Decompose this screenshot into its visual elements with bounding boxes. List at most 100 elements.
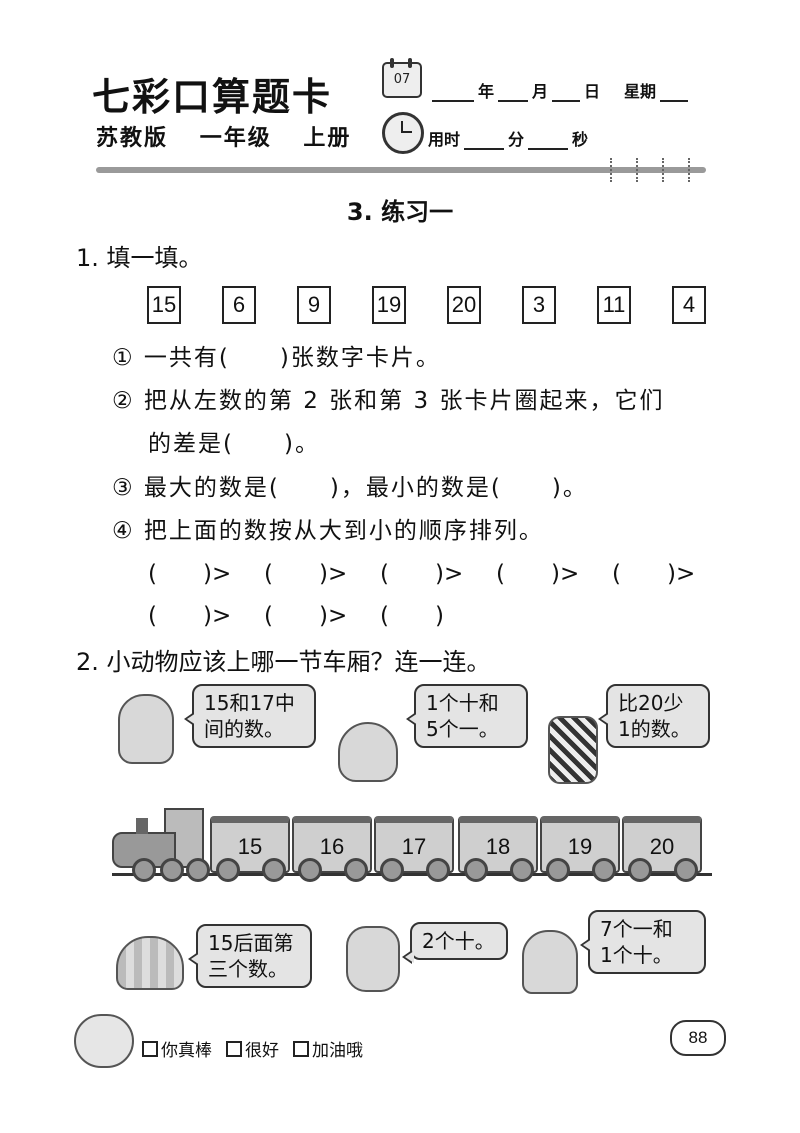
rabbit-icon[interactable]	[118, 694, 174, 764]
number-card[interactable]: 9	[297, 286, 331, 324]
binding-pin-icon	[688, 158, 693, 182]
calendar-icon: 07	[382, 58, 422, 98]
number-card[interactable]: 19	[372, 286, 406, 324]
answer-blank[interactable]: ( )>	[496, 561, 580, 587]
binding-pin-icon	[610, 158, 615, 182]
second-blank[interactable]	[528, 134, 569, 150]
answer-blank[interactable]: ( )>	[380, 561, 464, 587]
number-card[interactable]: 15	[147, 286, 181, 324]
page-number: 88	[670, 1020, 726, 1056]
bubble-line: 15后面第	[208, 931, 294, 955]
day-label: 日	[584, 82, 601, 101]
checkbox-icon[interactable]	[142, 1041, 158, 1057]
bubble-line: 15和17中	[204, 691, 295, 715]
bubble-line: 2个十。	[422, 929, 495, 953]
rating-label: 加油哦	[312, 1041, 363, 1061]
bubble-line: 7个一和	[600, 917, 673, 941]
q1-item-3: ③ 最大的数是( )，最小的数是( )。	[112, 475, 588, 501]
date-line: 年 月 日 星期	[428, 78, 692, 102]
answer-blank[interactable]: ( )	[380, 603, 444, 629]
zebra-icon[interactable]	[548, 716, 598, 784]
dog-bubble: 2个十。	[402, 922, 508, 964]
checkbox-icon[interactable]	[226, 1041, 242, 1057]
rating-checkboxes: 你真棒 很好 加油哦	[142, 1036, 377, 1061]
wheel-icon	[216, 858, 240, 882]
number-card[interactable]: 11	[597, 286, 631, 324]
bubble-line: 三个数。	[208, 957, 288, 981]
q1-item-2: ② 把从左数的第 2 张和第 3 张卡片圈起来，它们	[112, 388, 665, 414]
wheel-icon	[674, 858, 698, 882]
q1-title: 1. 填一填。	[76, 244, 203, 272]
wheel-icon	[546, 858, 570, 882]
number-cards: 15 6 9 19 20 3 11 4	[147, 286, 747, 324]
second-label: 秒	[572, 130, 589, 149]
year-blank[interactable]	[432, 86, 474, 102]
q2-title: 2. 小动物应该上哪一节车厢？连一连。	[76, 648, 491, 676]
rabbit-bubble: 15和17中 间的数。	[184, 684, 316, 748]
wheel-icon	[510, 858, 534, 882]
number-card[interactable]: 4	[672, 286, 706, 324]
q1-item-1: ① 一共有( )张数字卡片。	[112, 345, 441, 371]
q1-item-4: ④ 把上面的数按从大到小的顺序排列。	[112, 518, 544, 544]
answer-blank[interactable]: ( )>	[612, 561, 696, 587]
wheel-icon	[464, 858, 488, 882]
monkey-icon[interactable]	[522, 930, 578, 994]
minute-label: 分	[508, 130, 525, 149]
calendar-day: 07	[393, 72, 411, 87]
wheel-icon	[628, 858, 652, 882]
day-blank[interactable]	[552, 86, 581, 102]
q1-item-2-cont: 的差是( )。	[148, 431, 320, 457]
brand-title: 七彩口算题卡	[92, 75, 333, 119]
wheel-icon	[262, 858, 286, 882]
monkey-bubble: 7个一和 1个十。	[580, 910, 706, 974]
number-card[interactable]: 6	[222, 286, 256, 324]
train-track	[112, 873, 712, 876]
minute-blank[interactable]	[464, 134, 505, 150]
bubble-line: 间的数。	[204, 717, 284, 741]
time-line: 用时 分 秒	[428, 126, 588, 150]
rating-great[interactable]: 你真棒	[142, 1036, 212, 1061]
fox-icon[interactable]	[338, 722, 398, 782]
number-card[interactable]: 20	[447, 286, 481, 324]
wheel-icon	[132, 858, 156, 882]
checkbox-icon[interactable]	[293, 1041, 309, 1057]
edition-label: 苏教版	[96, 126, 169, 151]
weekday-label: 星期	[624, 82, 657, 101]
book-info: 苏教版 一年级 上册	[96, 120, 373, 152]
wheel-icon	[380, 858, 404, 882]
rating-keep-trying[interactable]: 加油哦	[293, 1036, 363, 1061]
grade-label: 一年级	[199, 126, 272, 151]
binding-pin-icon	[662, 158, 667, 182]
answer-blank[interactable]: ( )>	[264, 561, 348, 587]
wheel-icon	[298, 858, 322, 882]
wheel-icon	[426, 858, 450, 882]
wheel-icon	[344, 858, 368, 882]
wheel-icon	[186, 858, 210, 882]
answer-blank[interactable]: ( )>	[264, 603, 348, 629]
number-card[interactable]: 3	[522, 286, 556, 324]
turtle-icon[interactable]	[116, 936, 184, 990]
volume-label: 上册	[303, 126, 352, 151]
answer-blank[interactable]: ( )>	[148, 561, 232, 587]
bubble-line: 1个十和	[426, 691, 499, 715]
zebra-bubble: 比20少 1的数。	[598, 684, 710, 748]
rating-good[interactable]: 很好	[226, 1036, 279, 1061]
lesson-title: 3. 练习一	[346, 198, 454, 226]
year-label: 年	[478, 82, 495, 101]
wheel-icon	[160, 858, 184, 882]
month-label: 月	[532, 82, 549, 101]
rating-label: 很好	[245, 1041, 279, 1061]
order-row-1: ( )> ( )> ( )> ( )> ( )>	[148, 554, 728, 588]
bubble-line: 1的数。	[618, 717, 691, 741]
binding-pin-icon	[636, 158, 641, 182]
wheel-icon	[592, 858, 616, 882]
mascot-icon	[74, 1014, 134, 1068]
bubble-line: 5个一。	[426, 717, 499, 741]
clock-icon	[382, 112, 424, 154]
turtle-bubble: 15后面第 三个数。	[188, 924, 312, 988]
answer-blank[interactable]: ( )>	[148, 603, 232, 629]
month-blank[interactable]	[498, 86, 529, 102]
dog-icon[interactable]	[346, 926, 400, 992]
weekday-blank[interactable]	[660, 86, 689, 102]
time-used-label: 用时	[428, 130, 461, 149]
